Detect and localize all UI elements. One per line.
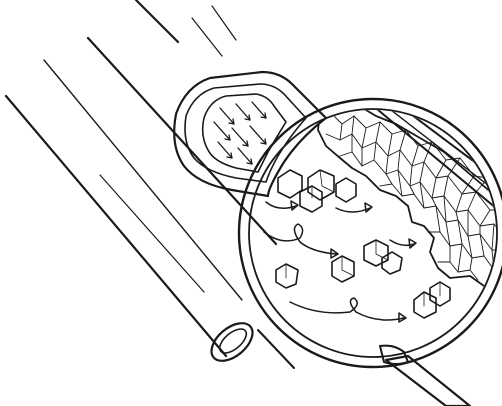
lens-flow-arrows xyxy=(264,201,416,322)
pipe-top-thin-line xyxy=(212,6,236,40)
pipe-outer-wall-upper-left xyxy=(88,38,276,244)
pipe-highlight-line xyxy=(100,175,204,292)
pipe-outer-wall-lower xyxy=(6,96,226,356)
magnifier-rim-outer xyxy=(239,99,502,367)
pipe xyxy=(6,0,294,368)
flow-arrow-5 xyxy=(290,298,404,320)
lens-contents xyxy=(264,70,502,322)
pipe-inner-line-a xyxy=(44,60,242,300)
crystal-9 xyxy=(414,292,436,318)
magnifying-glass xyxy=(239,70,502,406)
crystal-4 xyxy=(336,178,356,202)
crystal-6 xyxy=(382,252,402,274)
scale-deposit-cracks xyxy=(326,112,500,280)
crystal-1 xyxy=(278,170,302,198)
flow-arrow-4 xyxy=(390,240,414,245)
cutaway-flow-arrows xyxy=(214,102,266,164)
flow-arrow-3 xyxy=(264,224,336,254)
pipe-top-thin-line-2 xyxy=(192,18,222,56)
pipe-outer-wall-upper-top xyxy=(136,0,178,42)
crystal-7 xyxy=(332,256,354,282)
crystal-8 xyxy=(276,264,298,288)
